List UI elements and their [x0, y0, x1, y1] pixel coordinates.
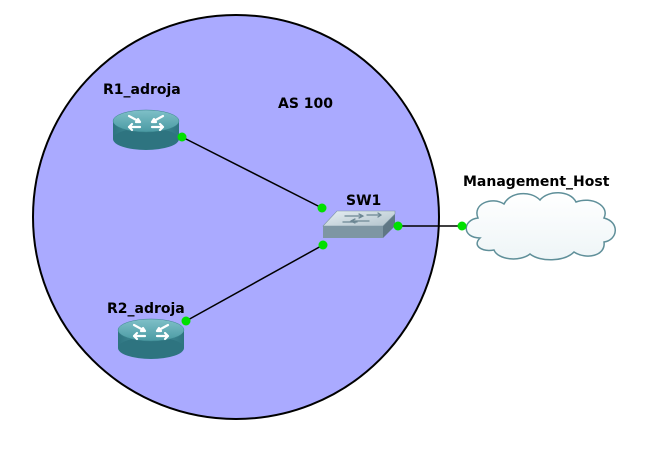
- sw1-label: SW1: [346, 193, 381, 209]
- port-r2: [181, 316, 191, 326]
- port-sw1-r1: [317, 203, 327, 213]
- link-r1-sw1[interactable]: [181, 136, 323, 209]
- port-sw1-mgmt: [393, 221, 403, 231]
- router-icon: [112, 109, 180, 150]
- port-mgmt: [457, 221, 467, 231]
- link-r2-sw1[interactable]: [185, 244, 324, 322]
- mgmt-label: Management_Host: [463, 174, 610, 190]
- port-indicators: [177, 132, 467, 326]
- management-host-cloud[interactable]: [465, 192, 616, 261]
- links: [181, 136, 462, 322]
- router-r1[interactable]: [112, 109, 180, 150]
- switch-sw1[interactable]: [322, 210, 396, 238]
- as-area-label: AS 100: [278, 96, 333, 112]
- cloud-icon: [465, 192, 616, 261]
- switch-icon: [322, 210, 396, 238]
- port-sw1-r2: [318, 240, 328, 250]
- router-r2[interactable]: [117, 318, 185, 359]
- router-icon: [117, 318, 185, 359]
- r1-label: R1_adroja: [103, 82, 181, 98]
- r2-label: R2_adroja: [107, 301, 185, 317]
- port-r1: [177, 132, 187, 142]
